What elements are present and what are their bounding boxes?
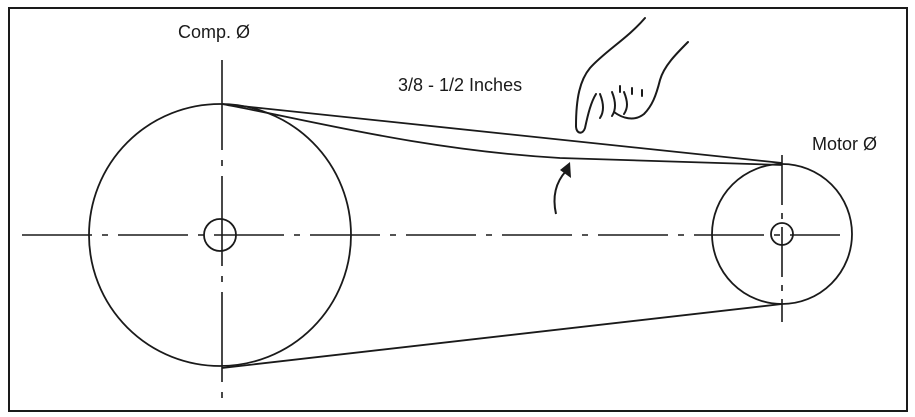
compressor-pulley: [88, 103, 352, 367]
belt-top-deflected-span: [221, 103, 783, 166]
pointing-hand-icon: [575, 17, 689, 134]
curved-up-arrow-icon: [553, 162, 571, 215]
belt-bottom-span: [221, 303, 783, 369]
belt-deflection-label: 3/8 - 1/2 Inches: [398, 75, 523, 95]
compressor-hub: [203, 218, 237, 252]
belt-top-straight-line: [221, 103, 783, 164]
motor-pulley-label: Motor Ø: [812, 134, 878, 154]
motor-hub: [770, 222, 794, 246]
diagram-frame: [8, 7, 908, 412]
compressor-pulley-label: Comp. Ø: [178, 22, 251, 42]
